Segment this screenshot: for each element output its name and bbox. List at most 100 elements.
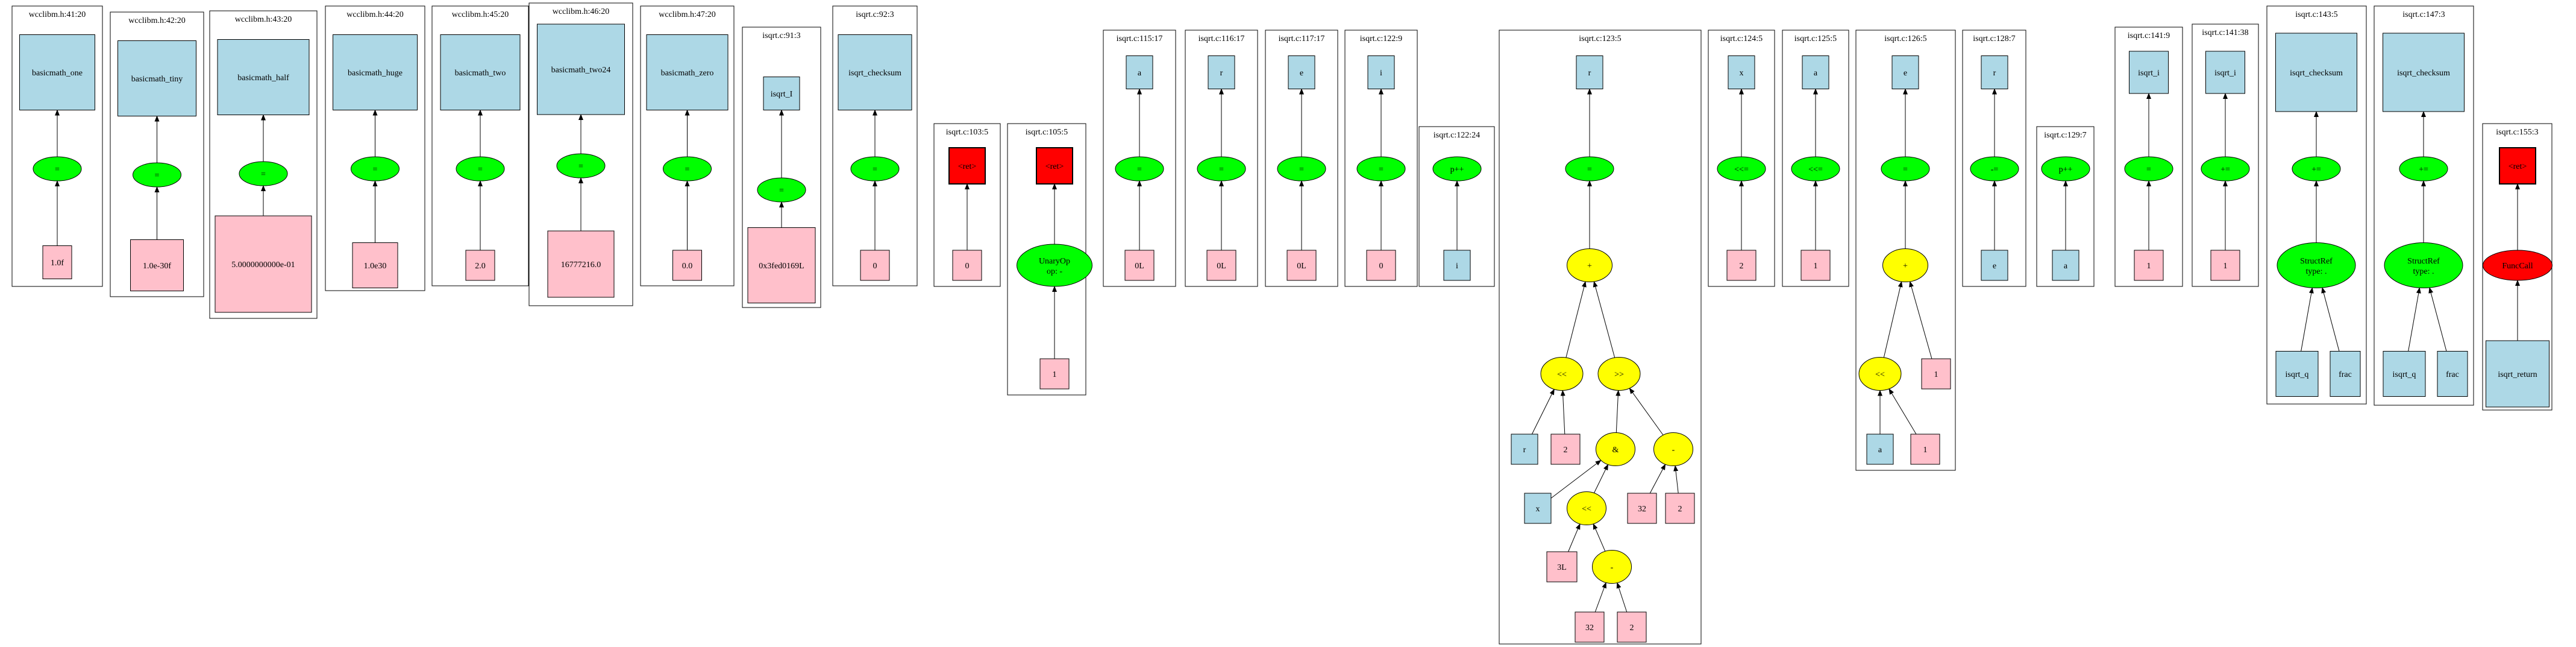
node-0l-literal: 0L (1206, 250, 1236, 281)
cluster-title: isqrt.c:143:5 (2295, 10, 2337, 19)
node-label: isqrt_checksum (2397, 69, 2450, 78)
node-label: 2 (1564, 446, 1568, 455)
node-sublabel: op: - (1047, 267, 1062, 276)
node-label: isqrt_i (2214, 69, 2236, 78)
cluster-isqrt-c-147-3: isqrt.c:147:3isqrt_checksum+=StructRefty… (2374, 5, 2474, 406)
node-shape (2129, 51, 2169, 94)
node-1-literal: 1 (1039, 358, 1070, 390)
node-label: isqrt_q (2393, 370, 2416, 379)
node-label: e (1904, 69, 1907, 78)
edge-q-to-sr (2301, 287, 2314, 352)
node-isqrt-i-var: isqrt_I (763, 77, 800, 110)
node-label: = (1299, 165, 1304, 174)
node-shape (1208, 55, 1235, 89)
cluster-title: wcclibm.h:43:20 (235, 15, 292, 24)
node--assign: = (133, 162, 181, 188)
node-shape (42, 245, 72, 279)
node-label: 0L (1297, 262, 1306, 271)
node-shape (860, 250, 890, 281)
cluster-box (325, 5, 425, 291)
cluster-title: wcclibm.h:45:20 (452, 10, 509, 19)
node-label: 1 (1934, 370, 1938, 379)
node-shape (1277, 156, 1326, 181)
node-shape (547, 230, 615, 298)
node-ret-ret: <ret> (2499, 147, 2536, 185)
cluster-box (11, 5, 103, 287)
node-label: + (1587, 262, 1592, 271)
cluster-title: isqrt.c:91:3 (762, 31, 800, 40)
node-label: a (1814, 69, 1818, 78)
cluster-title: wcclibm.h:47:20 (659, 10, 716, 19)
node-shape (1596, 432, 1635, 466)
cluster-box (110, 11, 204, 297)
node--assign: = (1115, 156, 1164, 181)
node-sublabel: type: . (2413, 267, 2434, 276)
node-1-0e30-literal: 1.0e30 (352, 242, 398, 288)
node-basicmath-huge-var: basicmath_huge (333, 34, 418, 110)
node-label: 0.0 (682, 262, 693, 271)
node-label: += (2311, 165, 2321, 174)
node-shape (1511, 434, 1538, 465)
node-sublabel: type: . (2306, 267, 2327, 276)
node-label: r (1220, 69, 1223, 78)
node-label: = (373, 165, 378, 174)
cluster-isqrt-c-129-7: isqrt.c:129:7p++a (2036, 126, 2095, 287)
node--operator: << (1858, 357, 1902, 391)
node-e-var: e (1288, 55, 1315, 89)
node-label: + (1903, 262, 1908, 271)
node-e-var: e (1981, 250, 2008, 281)
node-shape (1036, 147, 1073, 185)
edge-minus1-to-shr (1629, 388, 1664, 435)
cluster-title: isqrt.c:116:17 (1199, 34, 1245, 43)
node-label: frac (2446, 370, 2459, 379)
cluster-box (1782, 30, 1849, 287)
cluster-box (1855, 30, 1956, 471)
node-shape (2210, 250, 2240, 281)
cluster-wcclibm-h-43-20: wcclibm.h:43:20basicmath_half=5.00000000… (209, 10, 318, 319)
node-label: = (2146, 165, 2151, 174)
edge-f-to-sr (2321, 287, 2340, 352)
node-basicmath-two-var: basicmath_two (440, 34, 521, 110)
node-label: <ret> (2509, 162, 2527, 171)
node--assign: = (757, 177, 806, 203)
node--assign: = (239, 161, 288, 186)
node-shape (850, 156, 900, 181)
node-isqrt-i-var: isqrt_i (2129, 51, 2169, 94)
node-shape (1728, 55, 1755, 89)
cluster-title: isqrt.c:141:38 (2202, 28, 2248, 37)
cluster-box (2266, 5, 2367, 405)
node-label: = (1219, 165, 1224, 174)
node-label: x (1740, 69, 1744, 78)
cluster-isqrt-c-117-17: isqrt.c:117:17 e = 0L (1265, 30, 1338, 287)
node-1-literal: 1 (2210, 250, 2240, 281)
node-shape (1575, 611, 1605, 643)
cluster-isqrt-c-116-17: isqrt.c:116:17 r = 0L (1185, 30, 1258, 287)
node-shape (118, 40, 196, 116)
cluster-title: isqrt.c:124:5 (1720, 34, 1763, 43)
node-label: 2 (1678, 505, 1682, 514)
edge-shl2-to-and (1593, 464, 1609, 493)
node-label: isqrt_i (2138, 69, 2160, 78)
node-shape (2399, 156, 2448, 181)
cluster-title: isqrt.c:117:17 (1279, 34, 1325, 43)
node--assign: = (556, 153, 606, 178)
cluster-box (431, 5, 529, 286)
node-shape (239, 161, 288, 186)
node-label: = (261, 170, 266, 179)
node--assign: = (1565, 156, 1614, 181)
node-1-0e-30f-literal: 1.0e-30f (130, 239, 184, 291)
node-shape (2134, 250, 2164, 281)
node-label: = (1137, 165, 1142, 174)
node-shape (2483, 250, 2552, 281)
cluster-title: isqrt.c:141:9 (2128, 31, 2170, 40)
cluster-title: wcclibm.h:46:20 (553, 7, 610, 16)
node--assign: = (1197, 156, 1246, 181)
node--operator: << (1567, 491, 1606, 525)
node-shape (1970, 156, 2019, 181)
node-label: = (55, 165, 60, 174)
node-shape (2330, 351, 2361, 397)
node-shape (2277, 242, 2356, 288)
